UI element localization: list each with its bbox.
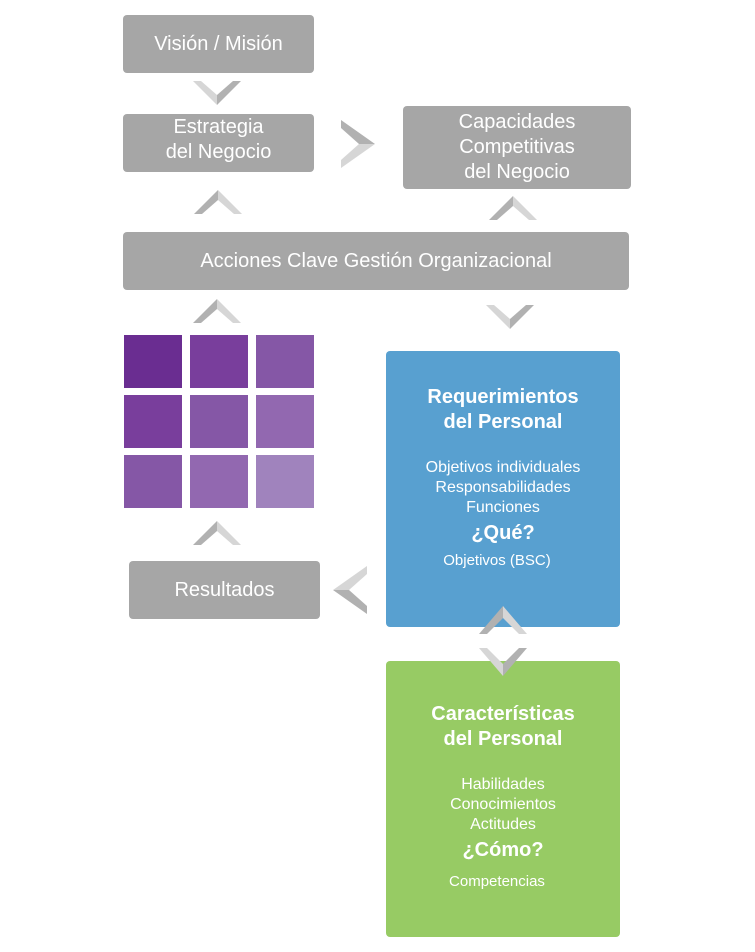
grid-cell — [124, 455, 182, 508]
competitive-capabilities-box: Capacidades Competitivas del Negocio — [403, 106, 631, 189]
characteristics-footer: Competencias — [449, 873, 545, 890]
characteristics-item-1: Habilidades — [461, 776, 545, 793]
chevron-down-icon — [479, 648, 527, 676]
grid-cell — [190, 335, 248, 388]
grid-cell — [190, 455, 248, 508]
characteristics-card: Características del Personal Habilidades… — [386, 661, 620, 937]
vision-mission-box: Visión / Misión — [123, 15, 314, 73]
requirements-card: Requerimientos del Personal Objetivos in… — [386, 351, 620, 627]
chevron-up-icon — [194, 190, 242, 214]
key-actions-label: Acciones Clave Gestión Organizacional — [200, 249, 552, 272]
requirements-item-1: Objetivos individuales — [425, 459, 581, 476]
business-strategy-line-2: del Negocio — [165, 141, 272, 163]
requirements-title-line-1: Requerimientos — [427, 386, 579, 408]
requirements-title-line-2: del Personal — [443, 411, 563, 433]
competitive-capabilities-line-3: del Negocio — [464, 161, 570, 183]
results-label: Resultados — [174, 578, 275, 601]
business-strategy-line-1: Estrategia — [173, 116, 264, 138]
requirements-footer: Objetivos (BSC) — [443, 552, 551, 569]
grid-cell — [124, 335, 182, 388]
business-strategy-box: Estrategia del Negocio — [123, 114, 314, 172]
requirements-item-3: Funciones — [466, 499, 540, 516]
grid-cell — [256, 395, 314, 448]
vision-mission-label: Visión / Misión — [154, 32, 283, 55]
characteristics-question: ¿Cómo? — [462, 839, 544, 861]
requirements-item-2: Responsabilidades — [435, 479, 571, 496]
results-box: Resultados — [129, 561, 320, 619]
key-actions-box: Acciones Clave Gestión Organizacional — [123, 232, 629, 290]
purple-grid — [124, 335, 314, 509]
characteristics-item-2: Conocimientos — [450, 796, 556, 813]
competitive-capabilities-line-2: Competitivas — [459, 136, 575, 158]
characteristics-title-line-2: del Personal — [443, 728, 563, 750]
chevron-down-icon — [486, 305, 534, 329]
chevron-down-icon — [193, 81, 241, 105]
grid-cell — [190, 395, 248, 448]
chevron-up-icon — [193, 299, 241, 323]
characteristics-title-line-1: Características — [431, 703, 575, 725]
chevron-up-icon — [479, 606, 527, 634]
grid-cell — [256, 335, 314, 388]
chevron-left-icon — [333, 566, 367, 614]
chevron-up-icon — [489, 196, 537, 220]
chevron-right-icon — [341, 120, 375, 168]
competitive-capabilities-line-1: Capacidades — [458, 111, 576, 133]
characteristics-item-3: Actitudes — [470, 816, 536, 833]
grid-cell — [256, 455, 314, 508]
requirements-question: ¿Qué? — [471, 522, 535, 544]
grid-cell — [124, 395, 182, 448]
chevron-up-icon — [193, 521, 241, 545]
